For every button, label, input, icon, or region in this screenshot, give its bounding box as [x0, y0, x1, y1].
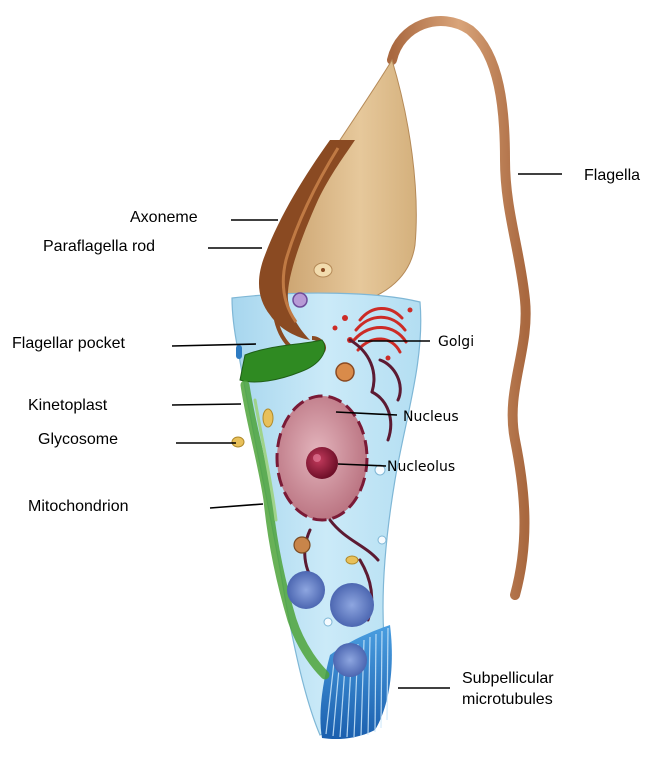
label-subpellicular-line2: microtubules: [462, 691, 553, 708]
label-flagella: Flagella: [584, 167, 640, 184]
label-kinetoplast: Kinetoplast: [28, 397, 108, 414]
flagellar-sheath: [275, 60, 416, 306]
label-axoneme: Axoneme: [130, 209, 198, 226]
label-nucleolus: Nucleolus: [387, 459, 455, 475]
label-glycosome: Glycosome: [38, 431, 118, 448]
label-paraflagella-rod: Paraflagella rod: [43, 238, 155, 255]
label-golgi: Golgi: [438, 334, 474, 350]
leader-mitochondrion: [210, 504, 263, 508]
glycosome: [232, 437, 244, 447]
nucleolus: [306, 447, 338, 479]
vesicle: [336, 363, 354, 381]
basal-body: [293, 293, 307, 307]
leader-kinetoplast: [172, 404, 241, 405]
label-subpellicular-line1: Subpellicular: [462, 670, 554, 687]
pocket-vesicle: [236, 345, 242, 359]
glycosome-2: [263, 409, 273, 427]
label-mitochondrion: Mitochondrion: [28, 498, 129, 515]
glycosome-3: [346, 556, 358, 564]
label-nucleus: Nucleus: [403, 409, 459, 425]
label-flagellar-pocket: Flagellar pocket: [12, 335, 126, 352]
